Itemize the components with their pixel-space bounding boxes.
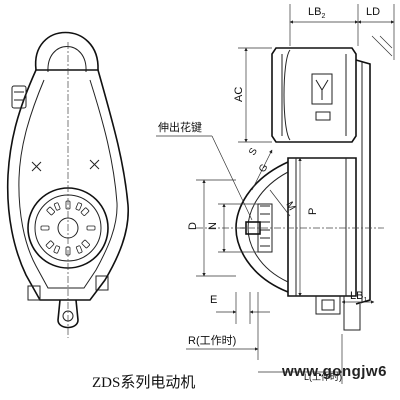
cross-mark-left (31, 161, 42, 172)
m-label: M (283, 200, 297, 213)
lifting-eye-outer (35, 31, 99, 71)
bell-end (235, 161, 289, 293)
side-view (6, 31, 129, 338)
cross-mark-right (89, 159, 100, 170)
base-foot (315, 296, 341, 315)
spline-label: 伸出花键 (158, 120, 202, 134)
housing-outline (6, 69, 129, 301)
d-label: D (187, 222, 199, 230)
top-cover (271, 47, 357, 143)
housing-inner-line (18, 79, 118, 289)
l-label: L(工作时) (304, 371, 342, 382)
cable-gland (11, 85, 27, 109)
foot-right (95, 275, 109, 291)
dimensions: LB2 LD AC 伸出花键 S G M D N P (156, 4, 395, 384)
lifting-eye-inner (47, 46, 87, 73)
ld-label: LD (366, 6, 380, 18)
drawing-caption: ZDS系列电动机 (92, 374, 195, 391)
p-label: P (307, 208, 319, 215)
lb2-label: LB2 (308, 6, 325, 20)
n-label: N (207, 222, 219, 230)
foot-left (27, 285, 41, 301)
e-label: E (210, 294, 217, 306)
bottom-boss (57, 299, 79, 329)
ac-label: AC (233, 87, 245, 102)
right-flange (355, 59, 371, 305)
front-view (196, 47, 384, 331)
lb1-label: LB1 (350, 290, 367, 304)
motor-body (287, 157, 357, 297)
r-label: R(工作时) (188, 334, 236, 347)
top-window (311, 73, 333, 105)
s-label: S (247, 146, 260, 158)
site-watermark: www.gongjw6 (281, 363, 387, 380)
